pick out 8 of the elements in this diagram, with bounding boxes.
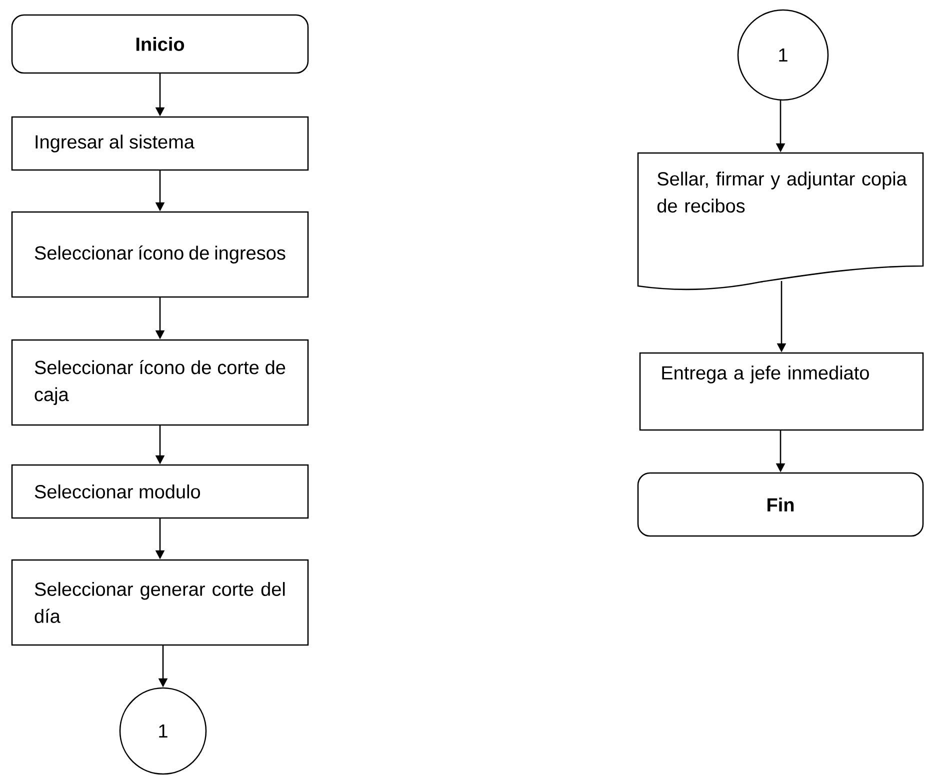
terminal-box: Inicio (11, 14, 309, 74)
process-box: Seleccionar generar corte del día (11, 559, 309, 646)
process-box: Entrega a jefe inmediato (639, 352, 924, 431)
terminal-box: Fin (637, 472, 924, 537)
process-box: Ingresar al sistema (11, 116, 309, 171)
process-box: Seleccionar ícono de ingresos (11, 211, 309, 298)
process-box: Seleccionar modulo (11, 464, 309, 519)
process-box: Seleccionar ícono de corte de caja (11, 339, 309, 426)
